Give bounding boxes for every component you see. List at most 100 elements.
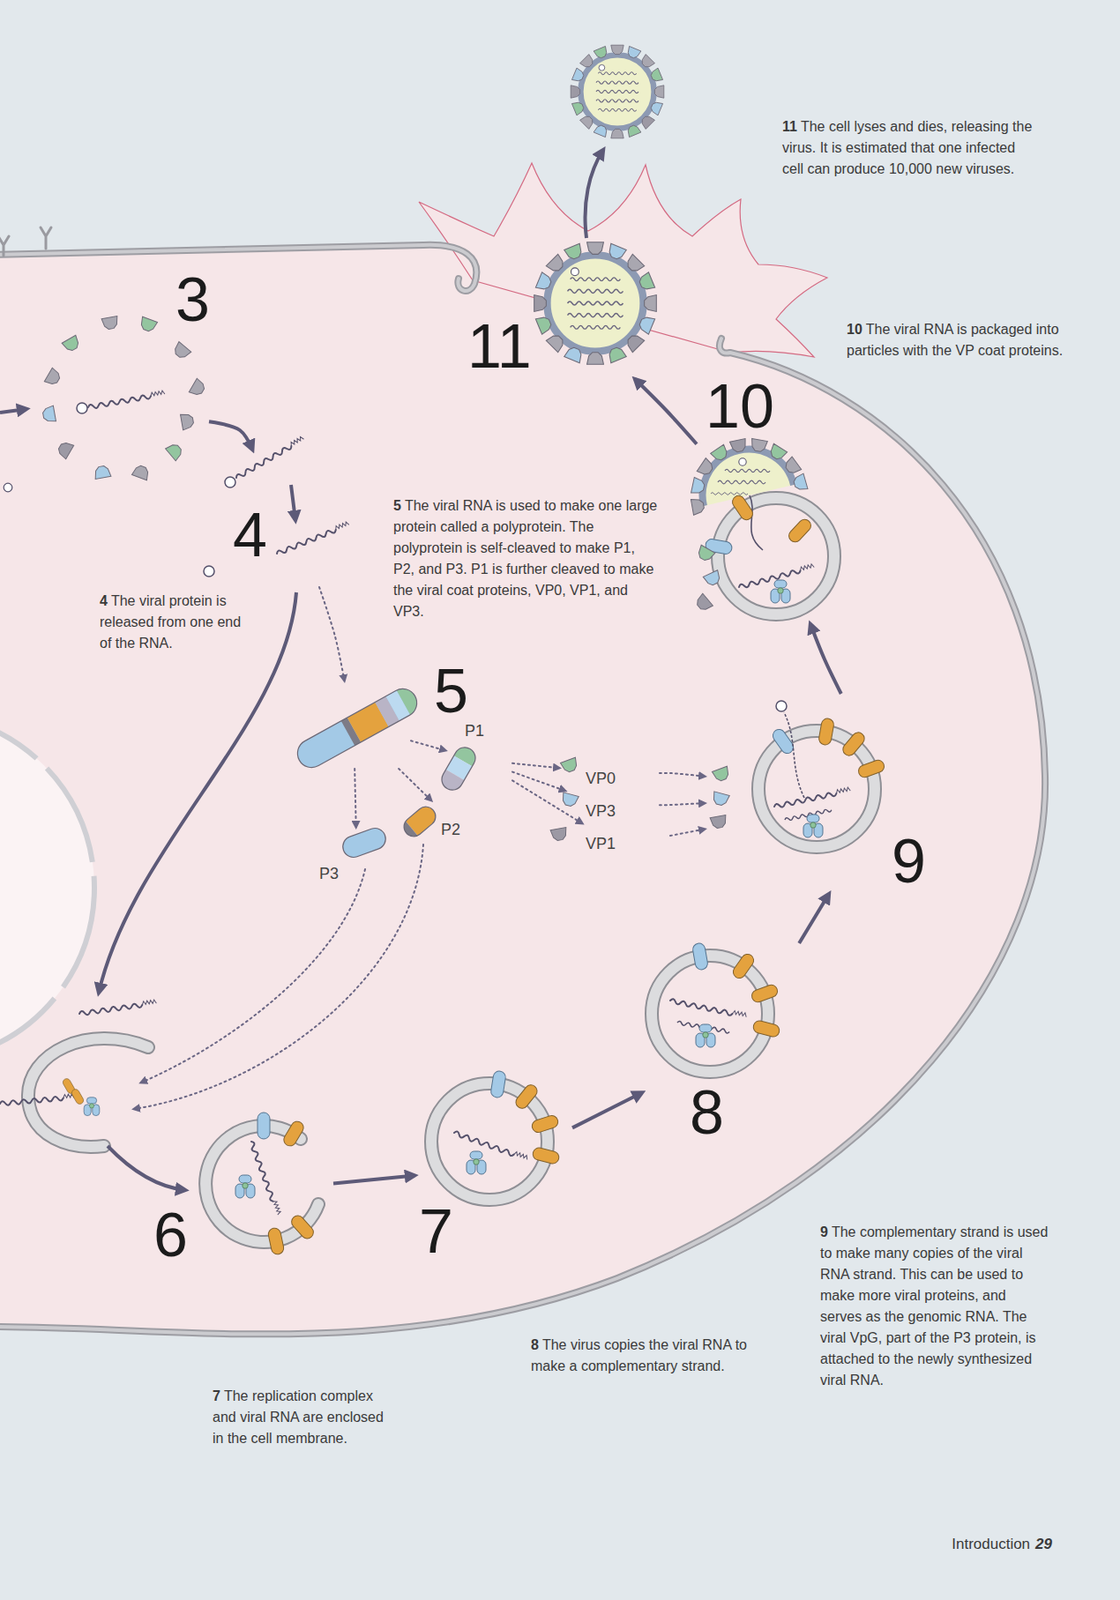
section-name: Introduction: [951, 1536, 1031, 1554]
assembling-capsid: [710, 492, 748, 496]
stage-3-uncoating: [93, 465, 112, 480]
open-vesicle: [205, 1126, 319, 1243]
illustration: [534, 242, 658, 366]
step-number-box: 10: [696, 430, 847, 625]
vpg-protein: [224, 477, 236, 488]
viral-rna: [0, 1093, 78, 1106]
viral-rna: [234, 436, 305, 481]
callout-number: 9: [891, 830, 1120, 893]
receptor: [0, 236, 9, 256]
caption-block: 5The viral RNA is used to make one large…: [393, 495, 658, 623]
illustration: [695, 1024, 716, 1048]
assembling-capsid: [749, 438, 768, 453]
cell-membrane: [0, 245, 477, 292]
protein-label: P1: [464, 721, 532, 741]
callout-number: 6: [153, 1204, 339, 1267]
illustration: [530, 1114, 560, 1135]
p3-protein: [339, 825, 389, 861]
dotted-arrow: [512, 763, 560, 769]
caption-number: 10: [846, 321, 863, 337]
dotted-arrow: [670, 829, 705, 837]
membrane-crescent: [28, 1038, 149, 1148]
cell-membrane: [0, 245, 477, 292]
assembling-capsid: [691, 477, 706, 495]
viral-rna: [78, 1000, 157, 1017]
caption-text: The viral RNA is used to make one large …: [393, 498, 658, 620]
page-number: 29: [1035, 1536, 1053, 1554]
receptor: [0, 227, 52, 256]
assembling-capsid: [749, 495, 763, 551]
protein-label: P3: [319, 864, 402, 884]
caption-number: 9: [820, 1224, 829, 1240]
illustration: [776, 701, 787, 712]
caption-text: The cell lyses and dies, releasing the v…: [782, 119, 1032, 177]
p2-protein: [400, 803, 441, 842]
illustration: [490, 1070, 508, 1099]
assembling-capsid: [767, 443, 787, 463]
step-number-box: 11: [462, 239, 668, 380]
cell-body: [0, 245, 1046, 1336]
illustration: [770, 580, 791, 604]
cell-membrane: [0, 338, 1046, 1335]
caption-block: 8The virus copies the viral RNA to make …: [530, 1335, 752, 1378]
illustration: [235, 1175, 255, 1199]
caption-number: 4: [99, 593, 108, 609]
cell-membrane: [0, 338, 1046, 1335]
illustration: [818, 717, 836, 747]
step-arrow: [572, 1092, 643, 1128]
coat-protein: [709, 815, 728, 830]
caption-text: The complementary strand is used to make…: [820, 1224, 1048, 1389]
coat-protein: [702, 570, 723, 588]
dotted-arrow: [398, 769, 432, 801]
stage-3-uncoating: [180, 412, 195, 431]
caption-block: 11The cell lyses and dies, releasing the…: [782, 116, 1038, 180]
stage-3-uncoating: [171, 342, 192, 362]
step-arrow: [333, 1175, 415, 1184]
callout-number: 7: [418, 1201, 577, 1263]
coat-protein-box: VP0: [559, 756, 660, 791]
receptor: [40, 227, 52, 249]
caption-text: The viral protein is released from one e…: [99, 593, 241, 651]
stage-3-uncoating: [131, 463, 150, 480]
illustration: [752, 1019, 782, 1038]
polyprotein: [396, 684, 423, 716]
coat-protein: [560, 792, 579, 808]
open-vesicle: [205, 1126, 319, 1243]
stage-3-uncoating: [165, 441, 186, 462]
callout-number: 10: [705, 375, 856, 438]
step-arrow: [291, 485, 296, 521]
callout-number: 4: [232, 504, 429, 567]
viral-rna: [669, 997, 747, 1020]
release-arrow: [585, 149, 604, 239]
stage-3-uncoating: [61, 335, 82, 353]
illustration: [840, 730, 867, 759]
assembling-capsid: [724, 469, 770, 472]
p1-protein: [438, 743, 480, 794]
step-arrow: [798, 894, 829, 944]
illustration: [857, 758, 887, 779]
step-arrow: [810, 624, 842, 695]
viral-rna: [453, 1129, 529, 1162]
protein-label: VP3: [585, 801, 687, 822]
coat-protein-box: VP3: [559, 791, 660, 823]
callout-number: 5: [433, 660, 549, 723]
assembling-capsid: [690, 497, 705, 516]
step-number-box: 3: [40, 311, 210, 486]
coat-protein: [709, 766, 732, 829]
p3-to-complex-arrow: [141, 869, 366, 1083]
illustration: [289, 1213, 316, 1242]
step-number-box: 7: [414, 1071, 573, 1265]
assembling-capsid: [791, 473, 807, 493]
membrane-crescent: [28, 1038, 149, 1148]
illustration: [803, 814, 823, 838]
assembling-capsid: [696, 458, 716, 478]
illustration: [651, 955, 769, 1073]
protein-label: VP0: [585, 769, 687, 789]
stage-3-uncoating: [44, 367, 62, 388]
callout-number: 11: [467, 315, 672, 378]
assembling-capsid: [729, 439, 747, 454]
protein-label: VP1: [585, 834, 711, 854]
coat-protein: [695, 545, 716, 563]
step-number-box: 9: [704, 694, 1075, 895]
p3-protein: [339, 825, 389, 861]
